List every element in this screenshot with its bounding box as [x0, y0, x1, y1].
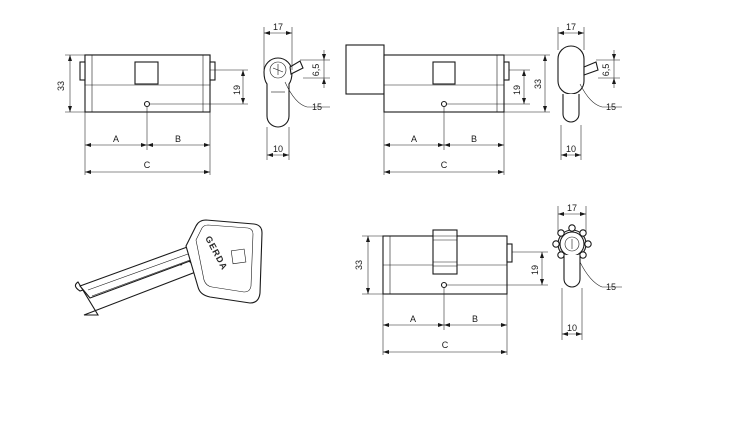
length-b-label: B [472, 314, 478, 324]
length-c-label: C [442, 340, 449, 350]
fixing-screw-hole [143, 100, 151, 108]
bottom-dimension-label: 10 [567, 323, 577, 333]
thumb-turn-knob [345, 44, 385, 95]
hole-dimension-label: 19 [512, 85, 522, 95]
radius-dimension-label: 15 [312, 102, 322, 112]
height-dimension-label: 33 [354, 260, 364, 270]
width-dimension-label: 17 [566, 22, 576, 32]
double-cylinder-side-view: 17 6,5 15 10 [263, 22, 330, 160]
length-b-label: B [471, 134, 477, 144]
knob-cylinder-side-view: 17 15 10 [552, 203, 622, 340]
cylinder-profile [263, 57, 293, 128]
thumbturn-cylinder-side-view: 17 6,5 15 10 [557, 22, 622, 160]
width-dimension-label: 17 [567, 203, 577, 213]
cam-dimension-label: 6,5 [311, 64, 321, 77]
knurled-knob-profile [552, 224, 592, 259]
cam-slot [134, 61, 159, 85]
length-a-label: A [410, 314, 416, 324]
height-dimension-label: 33 [533, 79, 543, 89]
height-dimension-label: 33 [56, 81, 66, 91]
radius-dimension-label: 15 [606, 282, 616, 292]
thumbturn-cylinder-front-view: 33 19 A B C [345, 44, 550, 175]
length-c-label: C [441, 160, 448, 170]
cylinder-profile [562, 94, 580, 123]
length-a-label: A [113, 134, 119, 144]
cam-slot [432, 61, 456, 85]
knob-collar [432, 229, 458, 275]
bottom-dimension-label: 10 [273, 144, 283, 154]
double-cylinder-front-view: 33 19 A B C [56, 54, 248, 175]
radius-dimension-label: 15 [606, 102, 616, 112]
length-c-label: C [144, 160, 151, 170]
thumb-turn-profile [557, 45, 585, 95]
cylinder-profile [563, 255, 581, 288]
hole-dimension-label: 19 [530, 265, 540, 275]
knob-cylinder-front-view: 33 19 A B C [354, 229, 548, 355]
width-dimension-label: 17 [273, 22, 283, 32]
fixing-screw-hole [440, 100, 448, 108]
key-illustration: GERDA [74, 219, 263, 316]
bottom-dimension-label: 10 [566, 144, 576, 154]
cam-dimension-label: 6,5 [601, 64, 611, 77]
length-a-label: A [411, 134, 417, 144]
hole-dimension-label: 19 [232, 85, 242, 95]
length-b-label: B [175, 134, 181, 144]
fixing-screw-hole [440, 281, 448, 289]
